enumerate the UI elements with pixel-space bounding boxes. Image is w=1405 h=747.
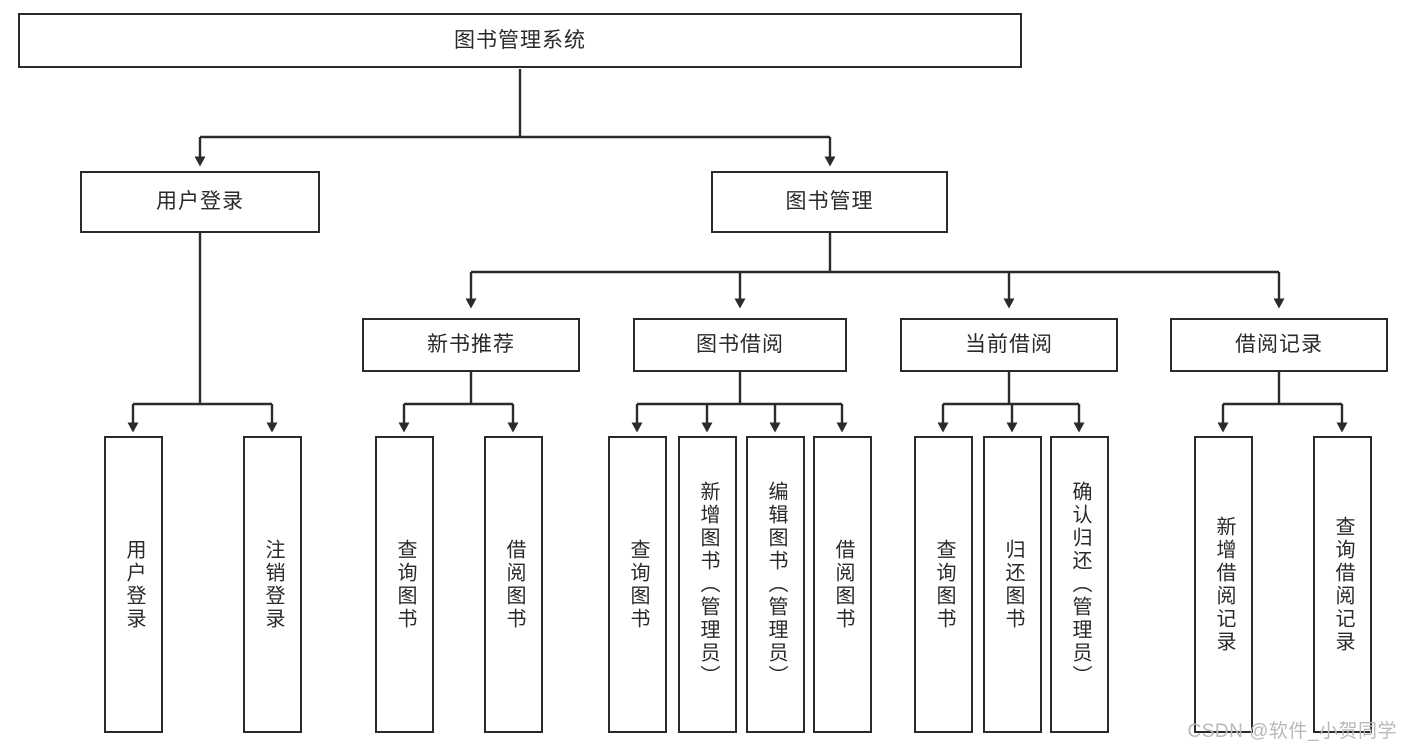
leaf-current-confirm-return-admin[interactable]: 确认归还（管理员）: [1050, 436, 1109, 733]
node-label: 归还图书: [1002, 538, 1024, 631]
node-label: 新增图书（管理员）: [697, 481, 719, 688]
node-label: 借阅记录: [1235, 333, 1323, 357]
node-label: 借阅图书: [832, 538, 854, 631]
leaf-borrow-borrow-book[interactable]: 借阅图书: [813, 436, 872, 733]
node-label: 新增借阅记录: [1213, 515, 1235, 654]
node-label: 当前借阅: [965, 333, 1053, 357]
node-label: 编辑图书（管理员）: [765, 481, 787, 688]
node-label: 图书借阅: [696, 333, 784, 357]
node-label: 图书管理: [785, 190, 874, 214]
node-label: 查询图书: [933, 538, 955, 631]
node-label: 图书管理系统: [454, 28, 586, 52]
node-book-management[interactable]: 图书管理: [711, 171, 948, 233]
leaf-user-login-signout[interactable]: 注销登录: [243, 436, 302, 733]
leaf-borrow-query-book[interactable]: 查询图书: [608, 436, 667, 733]
node-borrow-record[interactable]: 借阅记录: [1170, 318, 1388, 372]
leaf-borrow-edit-book-admin[interactable]: 编辑图书（管理员）: [746, 436, 805, 733]
leaf-recommend-query-book[interactable]: 查询图书: [375, 436, 434, 733]
node-label: 借阅图书: [503, 538, 525, 631]
node-label: 用户登录: [123, 538, 145, 631]
node-label: 查询图书: [627, 538, 649, 631]
node-user-login[interactable]: 用户登录: [80, 171, 320, 233]
node-label: 确认归还（管理员）: [1069, 481, 1091, 688]
node-root-system[interactable]: 图书管理系统: [18, 13, 1022, 68]
node-label: 注销登录: [262, 538, 284, 631]
node-new-book-recommend[interactable]: 新书推荐: [362, 318, 580, 372]
leaf-current-query-book[interactable]: 查询图书: [914, 436, 973, 733]
leaf-record-add-record[interactable]: 新增借阅记录: [1194, 436, 1253, 733]
node-label: 新书推荐: [427, 333, 515, 357]
leaf-recommend-borrow-book[interactable]: 借阅图书: [484, 436, 543, 733]
node-label: 查询图书: [394, 538, 416, 631]
leaf-user-login-signin[interactable]: 用户登录: [104, 436, 163, 733]
node-book-borrow[interactable]: 图书借阅: [633, 318, 847, 372]
leaf-borrow-add-book-admin[interactable]: 新增图书（管理员）: [678, 436, 737, 733]
leaf-current-return-book[interactable]: 归还图书: [983, 436, 1042, 733]
leaf-record-query-record[interactable]: 查询借阅记录: [1313, 436, 1372, 733]
node-label: 用户登录: [156, 190, 244, 214]
node-current-borrow[interactable]: 当前借阅: [900, 318, 1118, 372]
node-label: 查询借阅记录: [1332, 515, 1354, 654]
watermark-text: CSDN @软件_小贺同学: [1187, 721, 1397, 742]
